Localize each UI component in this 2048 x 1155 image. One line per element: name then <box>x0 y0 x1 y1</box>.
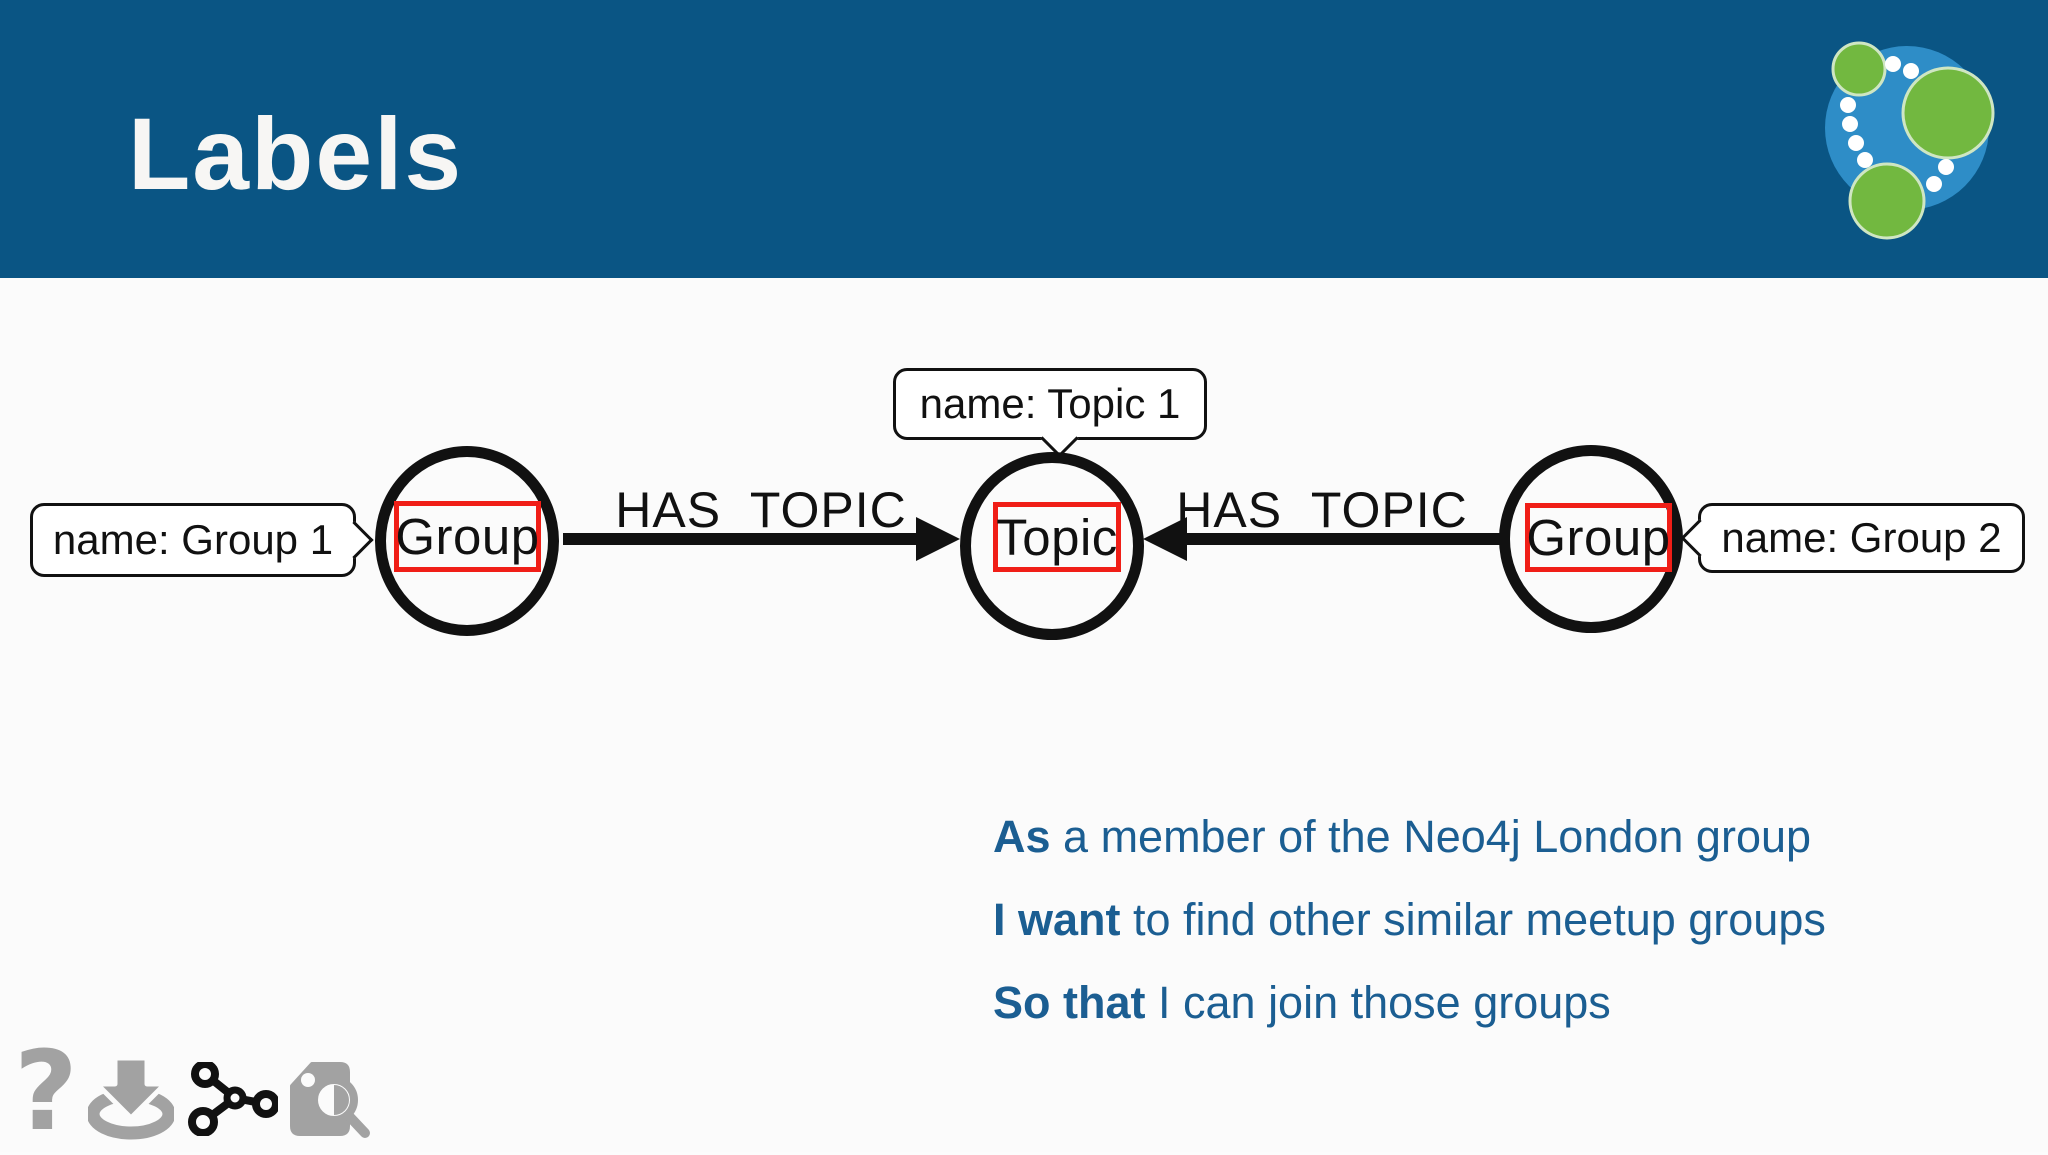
story-line-3-bold: So that <box>993 977 1146 1028</box>
label-highlight-group2: Group <box>1525 503 1672 572</box>
relationship-label-left: HAS_TOPIC <box>615 482 907 538</box>
story-line: As a member of the Neo4j London group <box>993 795 1826 878</box>
arrowhead-right-icon <box>916 517 960 561</box>
bubble-pointer <box>335 520 374 560</box>
node-group2 <box>1499 445 1683 633</box>
story-line: So that I can join those groups <box>993 961 1826 1044</box>
story-line-2-rest: to find other similar meetup groups <box>1120 894 1826 945</box>
help-icon: ? <box>14 1027 78 1155</box>
story-line-1-rest: a member of the Neo4j London group <box>1050 811 1812 862</box>
graph-icon <box>188 1062 278 1136</box>
property-bubble-topic1: name: Topic 1 <box>893 368 1207 458</box>
page-title: Labels <box>128 97 464 211</box>
story-line-3-rest: I can join those groups <box>1145 977 1611 1028</box>
label-highlight-topic1: Topic <box>993 502 1121 572</box>
story-line-2-bold: I want <box>993 894 1121 945</box>
node-label-topic1: Topic <box>996 508 1118 566</box>
property-bubble-group1-text: name: Group 1 <box>52 516 334 563</box>
neo4j-logo-icon <box>1825 41 1995 240</box>
relationship-arrow-right-line <box>1186 533 1501 545</box>
node-label-group2: Group <box>1526 509 1671 566</box>
tag-search-icon <box>290 1062 370 1138</box>
property-bubble-group2-text: name: Group 2 <box>1721 514 2002 561</box>
node-label-group1: Group <box>395 508 540 565</box>
story-line-1-bold: As <box>993 811 1051 862</box>
relationship-arrow-left-line <box>563 533 920 545</box>
property-bubble-topic1-text: name: Topic 1 <box>919 380 1181 427</box>
download-icon <box>88 1056 174 1140</box>
relationship-label-right: HAS_TOPIC <box>1176 482 1468 538</box>
label-highlight-group1: Group <box>394 501 541 572</box>
bubble-pointer <box>1680 518 1719 558</box>
story-line: I want to find other similar meetup grou… <box>993 878 1826 961</box>
property-bubble-group1: name: Group 1 <box>30 503 374 577</box>
arrowhead-left-icon <box>1143 517 1187 561</box>
node-group1 <box>375 446 559 636</box>
user-story: As a member of the Neo4j London group I … <box>993 795 1826 1044</box>
node-topic1 <box>960 452 1144 640</box>
header-band: Labels <box>0 0 2048 278</box>
property-bubble-group2: name: Group 2 <box>1680 503 2025 573</box>
